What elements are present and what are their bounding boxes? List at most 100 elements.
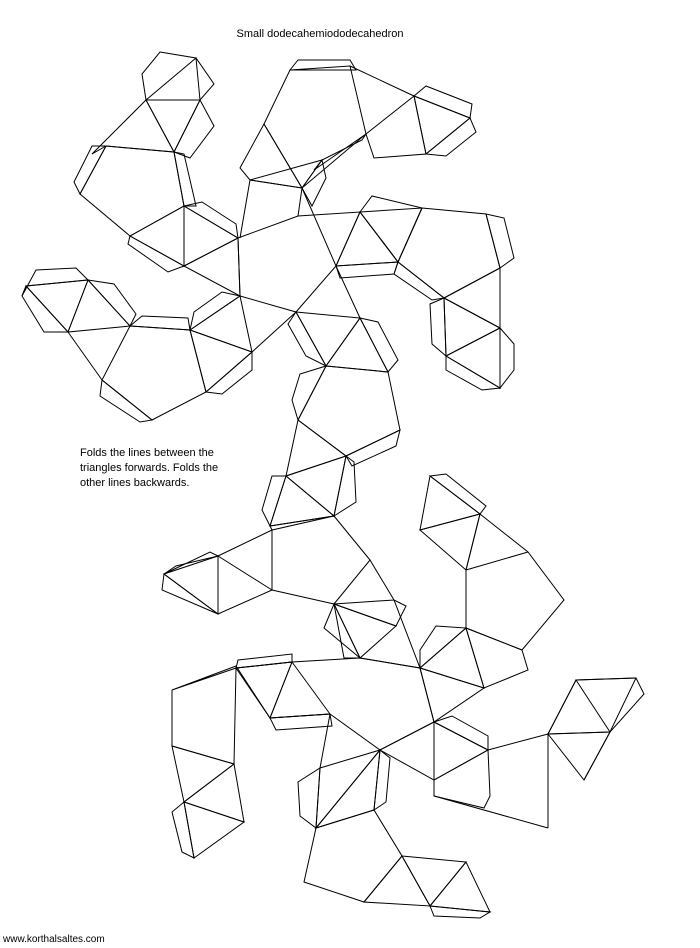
net-triangle xyxy=(249,159,324,189)
page-title: Small dodecahemiododecahedron xyxy=(236,28,404,40)
net-face xyxy=(99,379,154,423)
net-face xyxy=(189,291,242,332)
net-triangle xyxy=(433,721,490,781)
net-face xyxy=(141,51,215,101)
net-face xyxy=(269,713,333,731)
net-triangle xyxy=(128,205,185,267)
net-face xyxy=(261,475,287,528)
net-pentagon xyxy=(333,559,421,669)
net-face xyxy=(171,801,195,859)
instruction-line: triangles forwards. Folds the xyxy=(80,462,219,474)
net-pentagon xyxy=(171,657,435,751)
net-triangle xyxy=(429,861,491,913)
net-face xyxy=(373,749,391,812)
net-pentagon xyxy=(465,513,565,651)
net-face xyxy=(359,317,399,373)
net-triangle xyxy=(546,731,611,781)
net-pentagon xyxy=(237,211,361,313)
net-face xyxy=(163,551,220,575)
net-pentagon xyxy=(101,325,207,421)
net-face xyxy=(287,311,328,368)
net-triangle xyxy=(335,211,399,267)
net-face xyxy=(424,117,477,157)
net-pentagon xyxy=(297,365,401,457)
net-face xyxy=(291,365,327,422)
net-triangle xyxy=(217,555,274,615)
net-triangle xyxy=(182,763,245,823)
net-edge xyxy=(251,311,297,353)
net-face xyxy=(393,261,446,301)
net-face xyxy=(73,145,107,196)
net-face xyxy=(86,279,137,327)
net-face xyxy=(127,235,186,273)
net-triangle xyxy=(24,279,89,333)
net-triangle xyxy=(162,555,219,615)
net-face xyxy=(239,122,303,189)
net-triangle xyxy=(418,627,485,689)
net-face xyxy=(313,133,367,171)
net-triangle xyxy=(442,267,501,329)
net-face xyxy=(161,573,219,615)
net-face xyxy=(433,749,491,809)
net-edge xyxy=(297,187,303,217)
net-face xyxy=(301,158,327,208)
net-triangle xyxy=(269,515,335,531)
net-triangle xyxy=(378,721,435,781)
net-pentagon xyxy=(303,809,403,903)
net-face xyxy=(413,85,473,119)
net-pentagon xyxy=(79,145,185,237)
net-triangle xyxy=(145,99,201,154)
net-pentagon xyxy=(263,65,367,189)
net-triangle xyxy=(401,855,467,907)
net-face xyxy=(465,551,529,571)
net-face xyxy=(288,59,357,71)
net-edge xyxy=(319,713,331,769)
net-triangle xyxy=(314,748,381,829)
net-edge xyxy=(217,529,273,557)
net-triangle xyxy=(359,207,423,263)
net-triangle xyxy=(171,745,236,803)
net-triangle xyxy=(295,311,361,367)
net-face xyxy=(419,625,468,670)
net-face xyxy=(499,326,515,390)
net-edge xyxy=(333,515,371,561)
net-triangle xyxy=(182,237,241,297)
net-face xyxy=(485,213,515,269)
net-triangle xyxy=(362,855,431,907)
net-face xyxy=(173,151,197,207)
net-triangle xyxy=(325,317,389,373)
net-face xyxy=(235,653,293,669)
net-edge xyxy=(271,589,335,605)
net-edge xyxy=(301,187,337,267)
net-triangle xyxy=(235,661,293,720)
net-face xyxy=(345,429,401,467)
fold-instructions: Folds the lines between the triangles fo… xyxy=(80,446,260,491)
net-edge xyxy=(487,733,549,751)
net-face xyxy=(432,715,489,751)
net-triangle xyxy=(443,297,502,357)
net-face xyxy=(335,261,399,279)
net-edge xyxy=(171,667,237,765)
instruction-line: other lines backwards. xyxy=(80,477,190,489)
footer-url: www.korthalsaltes.com xyxy=(3,934,105,945)
net-face xyxy=(21,285,70,333)
net-triangle xyxy=(284,455,347,517)
net-triangle xyxy=(285,419,348,477)
net-edge xyxy=(583,731,611,781)
net-triangle xyxy=(575,677,637,734)
net-face xyxy=(429,905,492,919)
net-face xyxy=(333,455,357,518)
net-face xyxy=(445,355,502,391)
net-edge xyxy=(335,265,361,319)
net-face xyxy=(297,767,321,829)
instruction-line: Folds the lines between the xyxy=(80,447,214,459)
net-triangle xyxy=(67,279,132,333)
net-edge xyxy=(239,179,251,239)
net-edge xyxy=(433,795,549,829)
net-edge xyxy=(547,679,577,735)
net-face xyxy=(365,95,427,159)
net-triangle xyxy=(269,660,331,719)
net-triangle xyxy=(419,667,486,723)
net-pentagon xyxy=(397,207,501,299)
